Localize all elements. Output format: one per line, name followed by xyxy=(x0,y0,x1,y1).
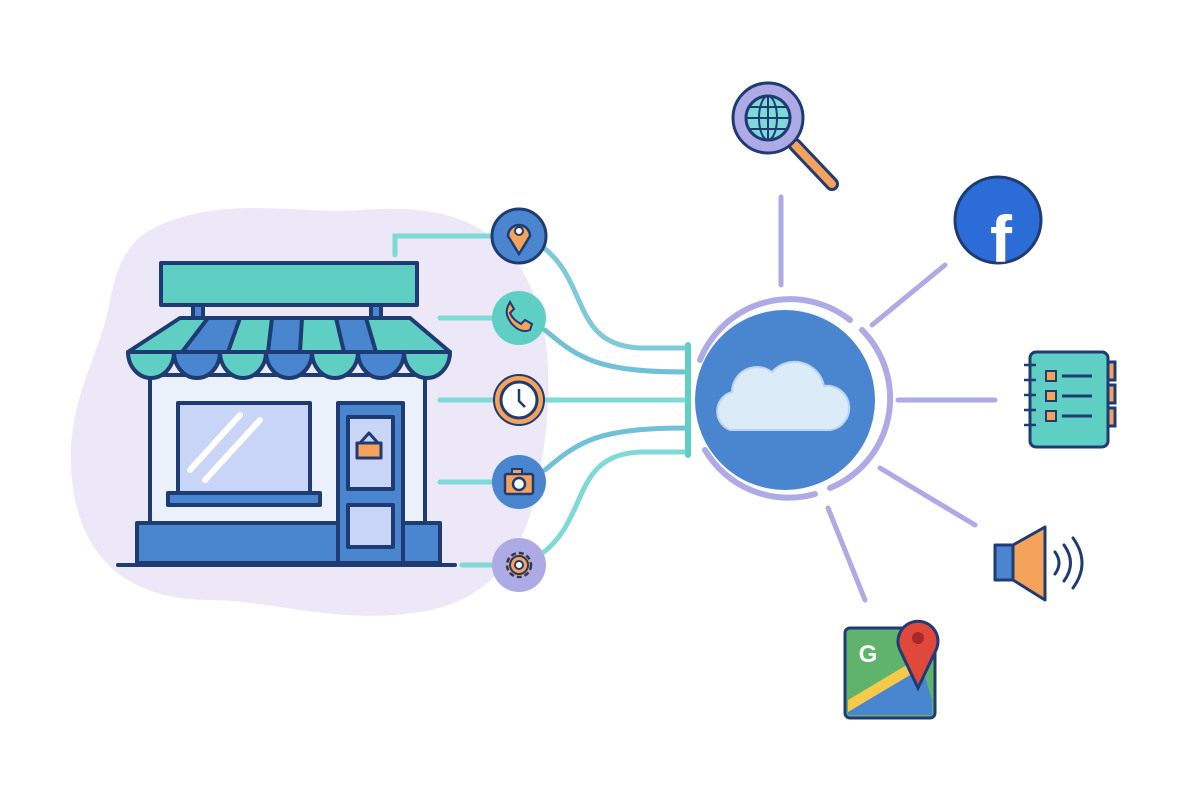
facebook-icon: f xyxy=(953,175,1043,276)
window-sill xyxy=(166,491,322,507)
awning-scallops xyxy=(126,350,452,380)
cloud-icon xyxy=(716,360,851,431)
awning-stripes xyxy=(180,316,378,354)
feature-to-cloud-connectors xyxy=(537,242,691,558)
store-sign-board xyxy=(159,261,419,307)
facebook-logo-text: f xyxy=(990,202,1013,276)
store-connectors xyxy=(392,233,495,568)
door-hanging-sign xyxy=(355,441,383,460)
google-maps-logo-text: G xyxy=(859,641,878,668)
phone-icon xyxy=(492,291,546,345)
gear-icon xyxy=(492,538,546,592)
shop-window xyxy=(176,401,312,495)
camera-icon xyxy=(492,455,546,509)
service-spokes xyxy=(778,194,998,603)
window-glare xyxy=(187,412,263,483)
web-search-icon xyxy=(731,81,839,191)
location-pin-icon xyxy=(490,207,548,265)
cloud-hub xyxy=(695,296,894,501)
clock-icon xyxy=(493,374,545,426)
speaker-icon xyxy=(993,525,1084,602)
notebook-listing-icon xyxy=(1024,350,1117,449)
storefront xyxy=(116,261,457,567)
google-maps-icon: G xyxy=(843,619,940,720)
